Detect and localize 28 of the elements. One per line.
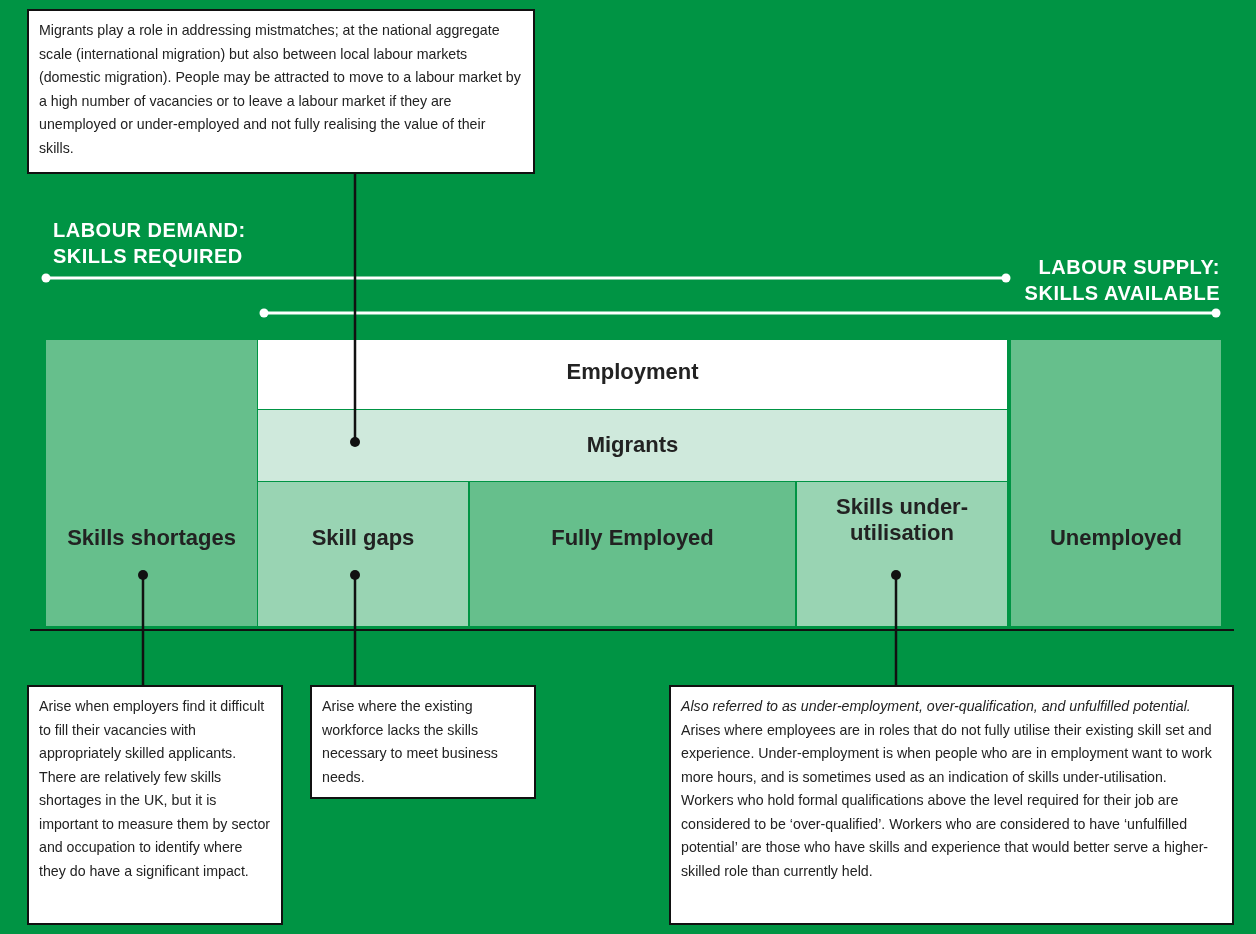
leader-line xyxy=(350,174,360,447)
callout-box xyxy=(310,685,536,799)
block-label: Fully Employed xyxy=(551,525,714,551)
category-block xyxy=(258,410,1007,481)
block-label: Skill gaps xyxy=(311,525,415,551)
callout-box xyxy=(27,685,283,925)
block-label: Employment xyxy=(566,359,699,385)
category-block xyxy=(1011,340,1221,626)
category-block xyxy=(797,482,1007,626)
callout-text: Arise where the existing workforce lacks the skills necessary to meet business needs. xyxy=(322,697,499,787)
block-label: Migrants xyxy=(586,432,679,458)
callout-text: Migrants play a role in addressing mistmatches; at the national aggregate scale (international migration) but also between local labour markets (domestic migration). People may be attracted to move to a labour market by a high number of vacancies or to leave a labour market if they are unemployed or under-employed and not fully realising the value of their skills. xyxy=(39,21,522,158)
leader-line xyxy=(350,570,360,685)
range-heading: LABOUR DEMAND: SKILLS REQUIRED xyxy=(53,218,247,269)
callout-box xyxy=(27,9,535,174)
callout-text: Also referred to as under-employment, over-qualification, and unfulfilled potential. Arises where employees are in roles that do not fully utilise their existing skill set and experience. Under-employment is when people who are in employment want to work more hours, and is sometimes used as an indication of skills under-utilisation. Workers who hold formal qualifications above the level required for their job are considered to be ‘over-qualified’. Workers who are considered to have ‘unfulfilled potential’ are those who have skills and experience that would better serve a higher-skilled role than currently held. xyxy=(681,697,1213,881)
leader-line xyxy=(138,570,148,685)
block-label: Unemployed xyxy=(1050,525,1182,551)
range-heading: LABOUR SUPPLY: SKILLS AVAILABLE xyxy=(1023,255,1220,306)
leader-line xyxy=(891,570,901,685)
category-block xyxy=(46,340,257,626)
callout-text: Arise when employers find it difficult to fill their vacancies with appropriately skilled applicants. There are relatively few skills shortages in the UK, but it is important to measure them by sector and occupation to identify where they do have a significant impact. xyxy=(39,697,271,881)
category-block xyxy=(258,482,468,626)
category-block xyxy=(470,482,795,626)
callout-box xyxy=(669,685,1234,925)
category-block xyxy=(258,340,1007,409)
block-label: Skills shortages xyxy=(67,525,236,551)
block-label: Skills under-utilisation xyxy=(834,494,969,546)
